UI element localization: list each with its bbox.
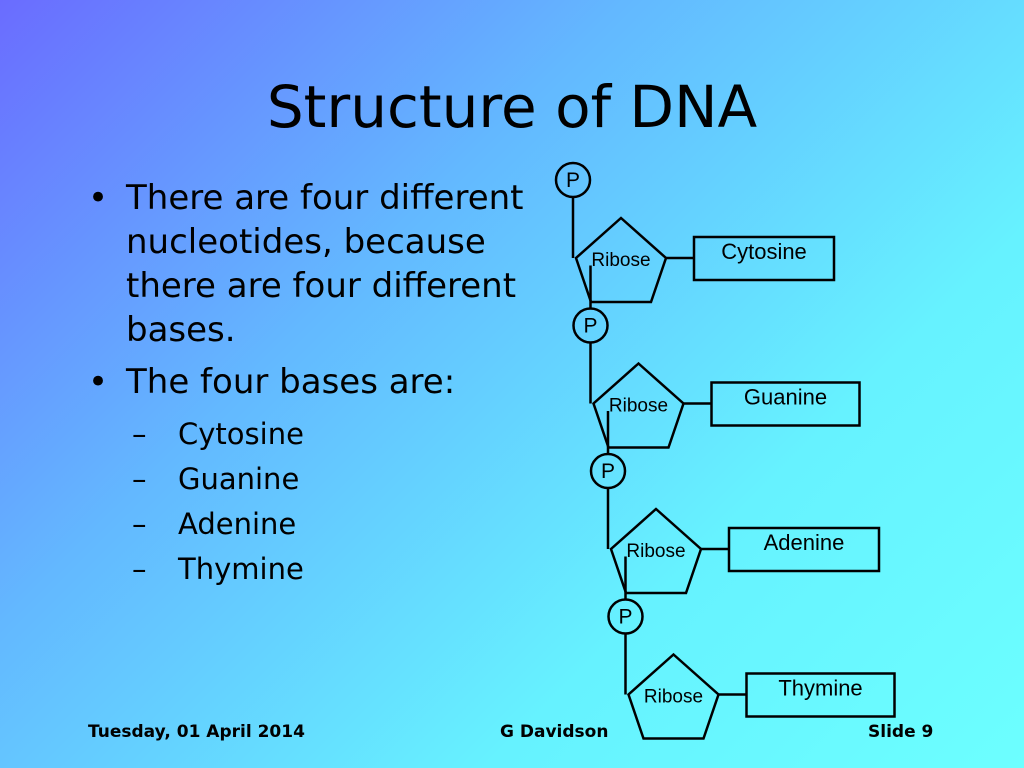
phosphate-circle [607, 598, 644, 635]
base-list-item: –Thymine [132, 547, 558, 592]
base-list-item: –Cytosine [132, 412, 558, 457]
base-name: Thymine [178, 552, 304, 586]
base-box [710, 381, 861, 427]
base-box [727, 526, 881, 573]
ribose-pentagon [627, 652, 720, 740]
base-name: Guanine [178, 462, 300, 496]
ribose-label: Ribose [626, 541, 685, 562]
ribose-label: Ribose [609, 396, 668, 417]
base-label: Thymine [778, 676, 862, 701]
slide-title: Structure of DNA [266, 73, 758, 141]
bullet-item: • The four bases are: [88, 360, 558, 404]
phosphate-label: P [618, 606, 632, 629]
ribose-pentagon [592, 361, 685, 449]
ribose-pentagon [609, 507, 703, 595]
bullet-item: • There are four different nucleotides, … [88, 176, 558, 352]
ribose-label: Ribose [591, 250, 650, 271]
base-list-item: –Adenine [132, 502, 558, 547]
dash-marker: – [132, 552, 147, 586]
base-name: Cytosine [178, 417, 304, 451]
footer-author: G Davidson [500, 722, 609, 742]
bullet-list: • There are four different nucleotides, … [88, 176, 558, 592]
bullet-dot: • [88, 178, 109, 218]
bullet-text: The four bases are: [126, 362, 456, 402]
ribose-pentagon [574, 216, 668, 304]
dash-marker: – [132, 417, 147, 451]
base-list: –Cytosine –Guanine –Adenine –Thymine [88, 412, 558, 592]
phosphate-label: P [601, 460, 615, 483]
base-label: Guanine [744, 385, 827, 410]
phosphate-circle [589, 452, 627, 490]
phosphate-circle [572, 307, 609, 344]
dash-marker: – [132, 507, 147, 541]
phosphate-circle [554, 161, 592, 199]
footer-date: Tuesday, 01 April 2014 [88, 722, 305, 742]
base-label: Adenine [764, 530, 845, 555]
base-box [745, 672, 896, 718]
dash-marker: – [132, 462, 147, 496]
bullet-dot: • [88, 362, 109, 402]
base-list-item: –Guanine [132, 457, 558, 502]
bullet-text: There are four different nucleotides, be… [126, 178, 524, 350]
footer-slide-number: Slide 9 [868, 722, 934, 742]
phosphate-label: P [583, 315, 597, 338]
ribose-label: Ribose [644, 687, 703, 708]
base-name: Adenine [178, 507, 297, 541]
phosphate-label: P [566, 169, 580, 192]
base-box [692, 235, 836, 282]
base-label: Cytosine [721, 239, 807, 264]
